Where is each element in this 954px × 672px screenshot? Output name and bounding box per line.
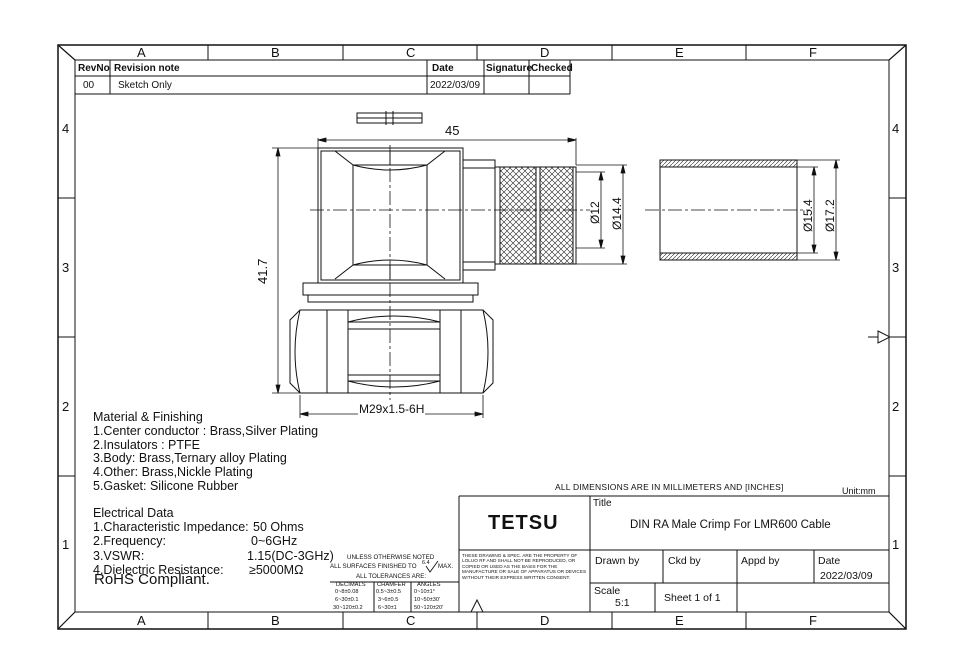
rohs-statement: RoHS Compliant.	[94, 571, 210, 588]
date-value: 2022/03/09	[820, 570, 873, 582]
tolerance-finish: 6.4	[422, 560, 430, 566]
notes-item: 1.Center conductor : Brass,Silver Platin…	[93, 423, 319, 438]
tolerance-max: MAX.	[438, 563, 454, 570]
tol-header: DECIMALS	[336, 582, 366, 588]
rev-header-checked: Checked	[531, 63, 573, 74]
dim-d14: Ø14.4	[610, 197, 624, 230]
connector-drawing	[289, 111, 798, 394]
disclaimer: THESE DRAWING & SPEC. ARE THE PROPERTY O…	[462, 553, 587, 580]
col-label-f-top: F	[809, 45, 817, 60]
electrical-data: Electrical Data 1.Characteristic Impedan…	[93, 506, 334, 578]
drawing-title: DIN RA Male Crimp For LMR600 Cable	[630, 519, 831, 531]
notes-item: 2.Insulators : PTFE	[93, 437, 200, 452]
rev-header-signature: Signature	[486, 63, 533, 74]
col-label-f-bottom: F	[809, 613, 817, 628]
dim-height-41-7: 41.7	[255, 258, 270, 284]
electrical-value: ≥5000MΩ	[249, 562, 304, 577]
tol-header: CHAMFER	[377, 582, 406, 588]
electrical-value: 50 Ohms	[253, 520, 304, 535]
tolerance-line1: UNLESS OTHERWISE NOTED	[347, 554, 435, 561]
electrical-title: Electrical Data	[93, 506, 174, 520]
dim-d15: Ø15.4	[801, 199, 815, 232]
rev-row-date: 2022/03/09	[430, 80, 481, 91]
row-label-1-right: 1	[892, 537, 900, 552]
rev-row-revno: 00	[83, 80, 95, 91]
col-label-e-bottom: E	[675, 613, 684, 628]
electrical-row: 3.VSWR: 1.15(DC-3GHz)	[93, 548, 334, 564]
electrical-label: 3.VSWR:	[93, 548, 145, 563]
tol-cell: 0~8±0.08	[335, 589, 359, 595]
notes-item: 5.Gasket: Silicone Rubber	[93, 478, 239, 493]
appd-by-label: Appd by	[741, 555, 780, 567]
electrical-row: 2.Frequency: 0~6GHz	[93, 534, 297, 549]
tolerance-line2: ALL SURFACES FINISHED TO	[330, 563, 417, 570]
row-label-3-right: 3	[892, 260, 900, 275]
rev-row-note: Sketch Only	[118, 80, 172, 91]
tol-cell: 10~50±30'	[414, 597, 441, 603]
all-dimensions-note: ALL DIMENSIONS ARE IN MILLIMETERS AND [I…	[555, 482, 784, 492]
unit-label: Unit:mm	[842, 486, 876, 496]
tol-header: ANGLES	[417, 582, 441, 588]
tolerance-line3: ALL TOLERANCES ARE:	[356, 573, 427, 580]
row-label-1-left: 1	[62, 537, 70, 552]
col-label-c-top: C	[406, 45, 416, 60]
col-label-b-bottom: B	[271, 613, 280, 628]
electrical-value: 1.15(DC-3GHz)	[247, 548, 334, 563]
scale-value: 5:1	[615, 597, 630, 609]
col-label-a-top: A	[137, 45, 146, 60]
dim-d12: Ø12	[588, 201, 602, 224]
tol-cell: 50~120±20'	[414, 605, 444, 611]
material-notes: Material & Finishing 1.Center conductor …	[93, 411, 318, 494]
row-label-2-left: 2	[62, 399, 70, 414]
electrical-row: 1.Characteristic Impedance: 50 Ohms	[93, 520, 304, 535]
company-name: TETSU	[488, 512, 559, 534]
col-label-c-bottom: C	[406, 613, 416, 628]
col-label-d-bottom: D	[540, 613, 550, 628]
notes-item: 3.Body: Brass,Ternary alloy Plating	[93, 451, 287, 466]
electrical-label: 2.Frequency:	[93, 534, 166, 549]
rev-header-revno: RevNo	[78, 63, 110, 74]
row-label-4-left: 4	[62, 121, 70, 136]
ckd-by-label: Ckd by	[668, 555, 701, 567]
rev-header-note: Revision note	[114, 63, 180, 74]
col-label-a-bottom: A	[137, 613, 146, 628]
dim-d17: Ø17.2	[823, 199, 837, 232]
electrical-value: 0~6GHz	[251, 534, 298, 549]
electrical-label: 1.Characteristic Impedance:	[93, 520, 249, 535]
tol-cell: 6~30±0.1	[335, 597, 359, 603]
col-label-b-top: B	[271, 45, 280, 60]
notes-title: Material & Finishing	[93, 410, 203, 424]
tol-cell: 0.5~3±0.5	[376, 589, 401, 595]
row-label-3-left: 3	[62, 260, 70, 275]
electrical-label: 4.Dielectric Resistance:	[93, 562, 224, 577]
row-label-4-right: 4	[892, 121, 900, 136]
tol-cell: 3~6±0.5	[378, 597, 399, 603]
title-label: Title	[593, 498, 612, 509]
row-label-2-right: 2	[892, 399, 900, 414]
sheet-number: Sheet 1 of 1	[664, 592, 721, 604]
drawn-by-label: Drawn by	[595, 555, 640, 567]
electrical-row: 4.Dielectric Resistance: ≥5000MΩ	[93, 562, 303, 578]
tol-cell: 0~10±1°	[414, 589, 436, 595]
tol-cell: 30~120±0.2	[333, 605, 363, 611]
notes-item: 4.Other: Brass,Nickle Plating	[93, 465, 253, 480]
scale-label: Scale	[594, 585, 621, 597]
date-label: Date	[818, 555, 841, 567]
col-label-e-top: E	[675, 45, 684, 60]
tol-cell: 6~30±1	[378, 605, 397, 611]
col-label-d-top: D	[540, 45, 550, 60]
rev-header-date: Date	[432, 63, 454, 74]
dim-width-45: 45	[445, 123, 460, 138]
dim-thread: M29x1.5-6H	[358, 402, 426, 416]
